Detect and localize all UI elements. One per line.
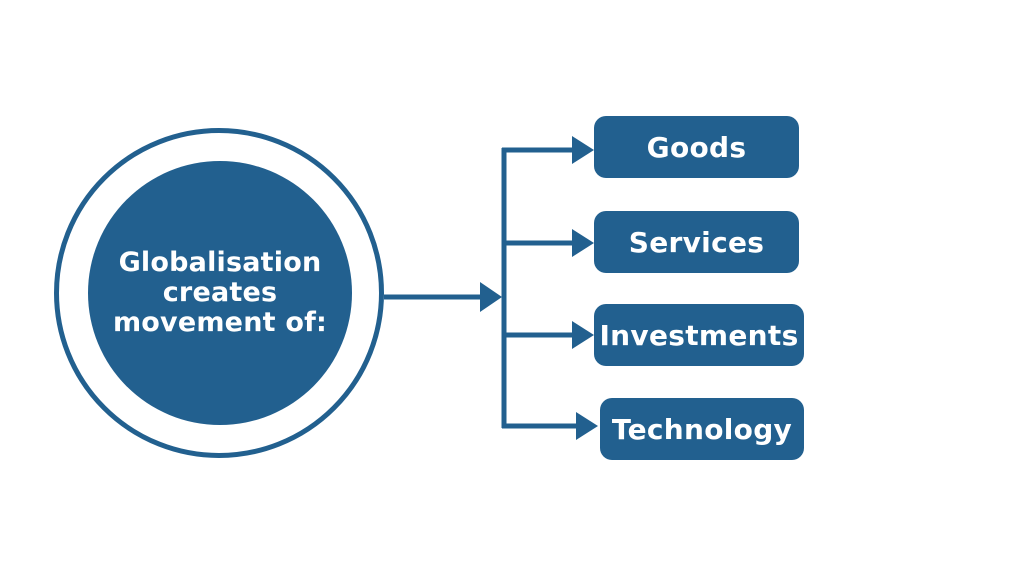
center-node: Globalisation creates movement of: [88,161,352,425]
branch-arrow-goods [572,136,594,164]
node-label-services: Services [628,225,765,259]
node-label-goods: Goods [646,130,747,164]
center-label: Globalisation creates movement of: [112,247,328,338]
node-technology: Technology [600,398,804,460]
branch-arrow-investments [572,321,594,349]
branch-arrow-services [572,229,594,257]
node-goods: Goods [594,116,799,178]
node-services: Services [594,211,799,273]
node-investments: Investments [594,304,804,366]
node-label-investments: Investments [599,318,799,352]
node-label-technology: Technology [611,412,793,446]
main-connector-arrow [480,282,502,312]
branch-arrow-technology [576,412,598,440]
